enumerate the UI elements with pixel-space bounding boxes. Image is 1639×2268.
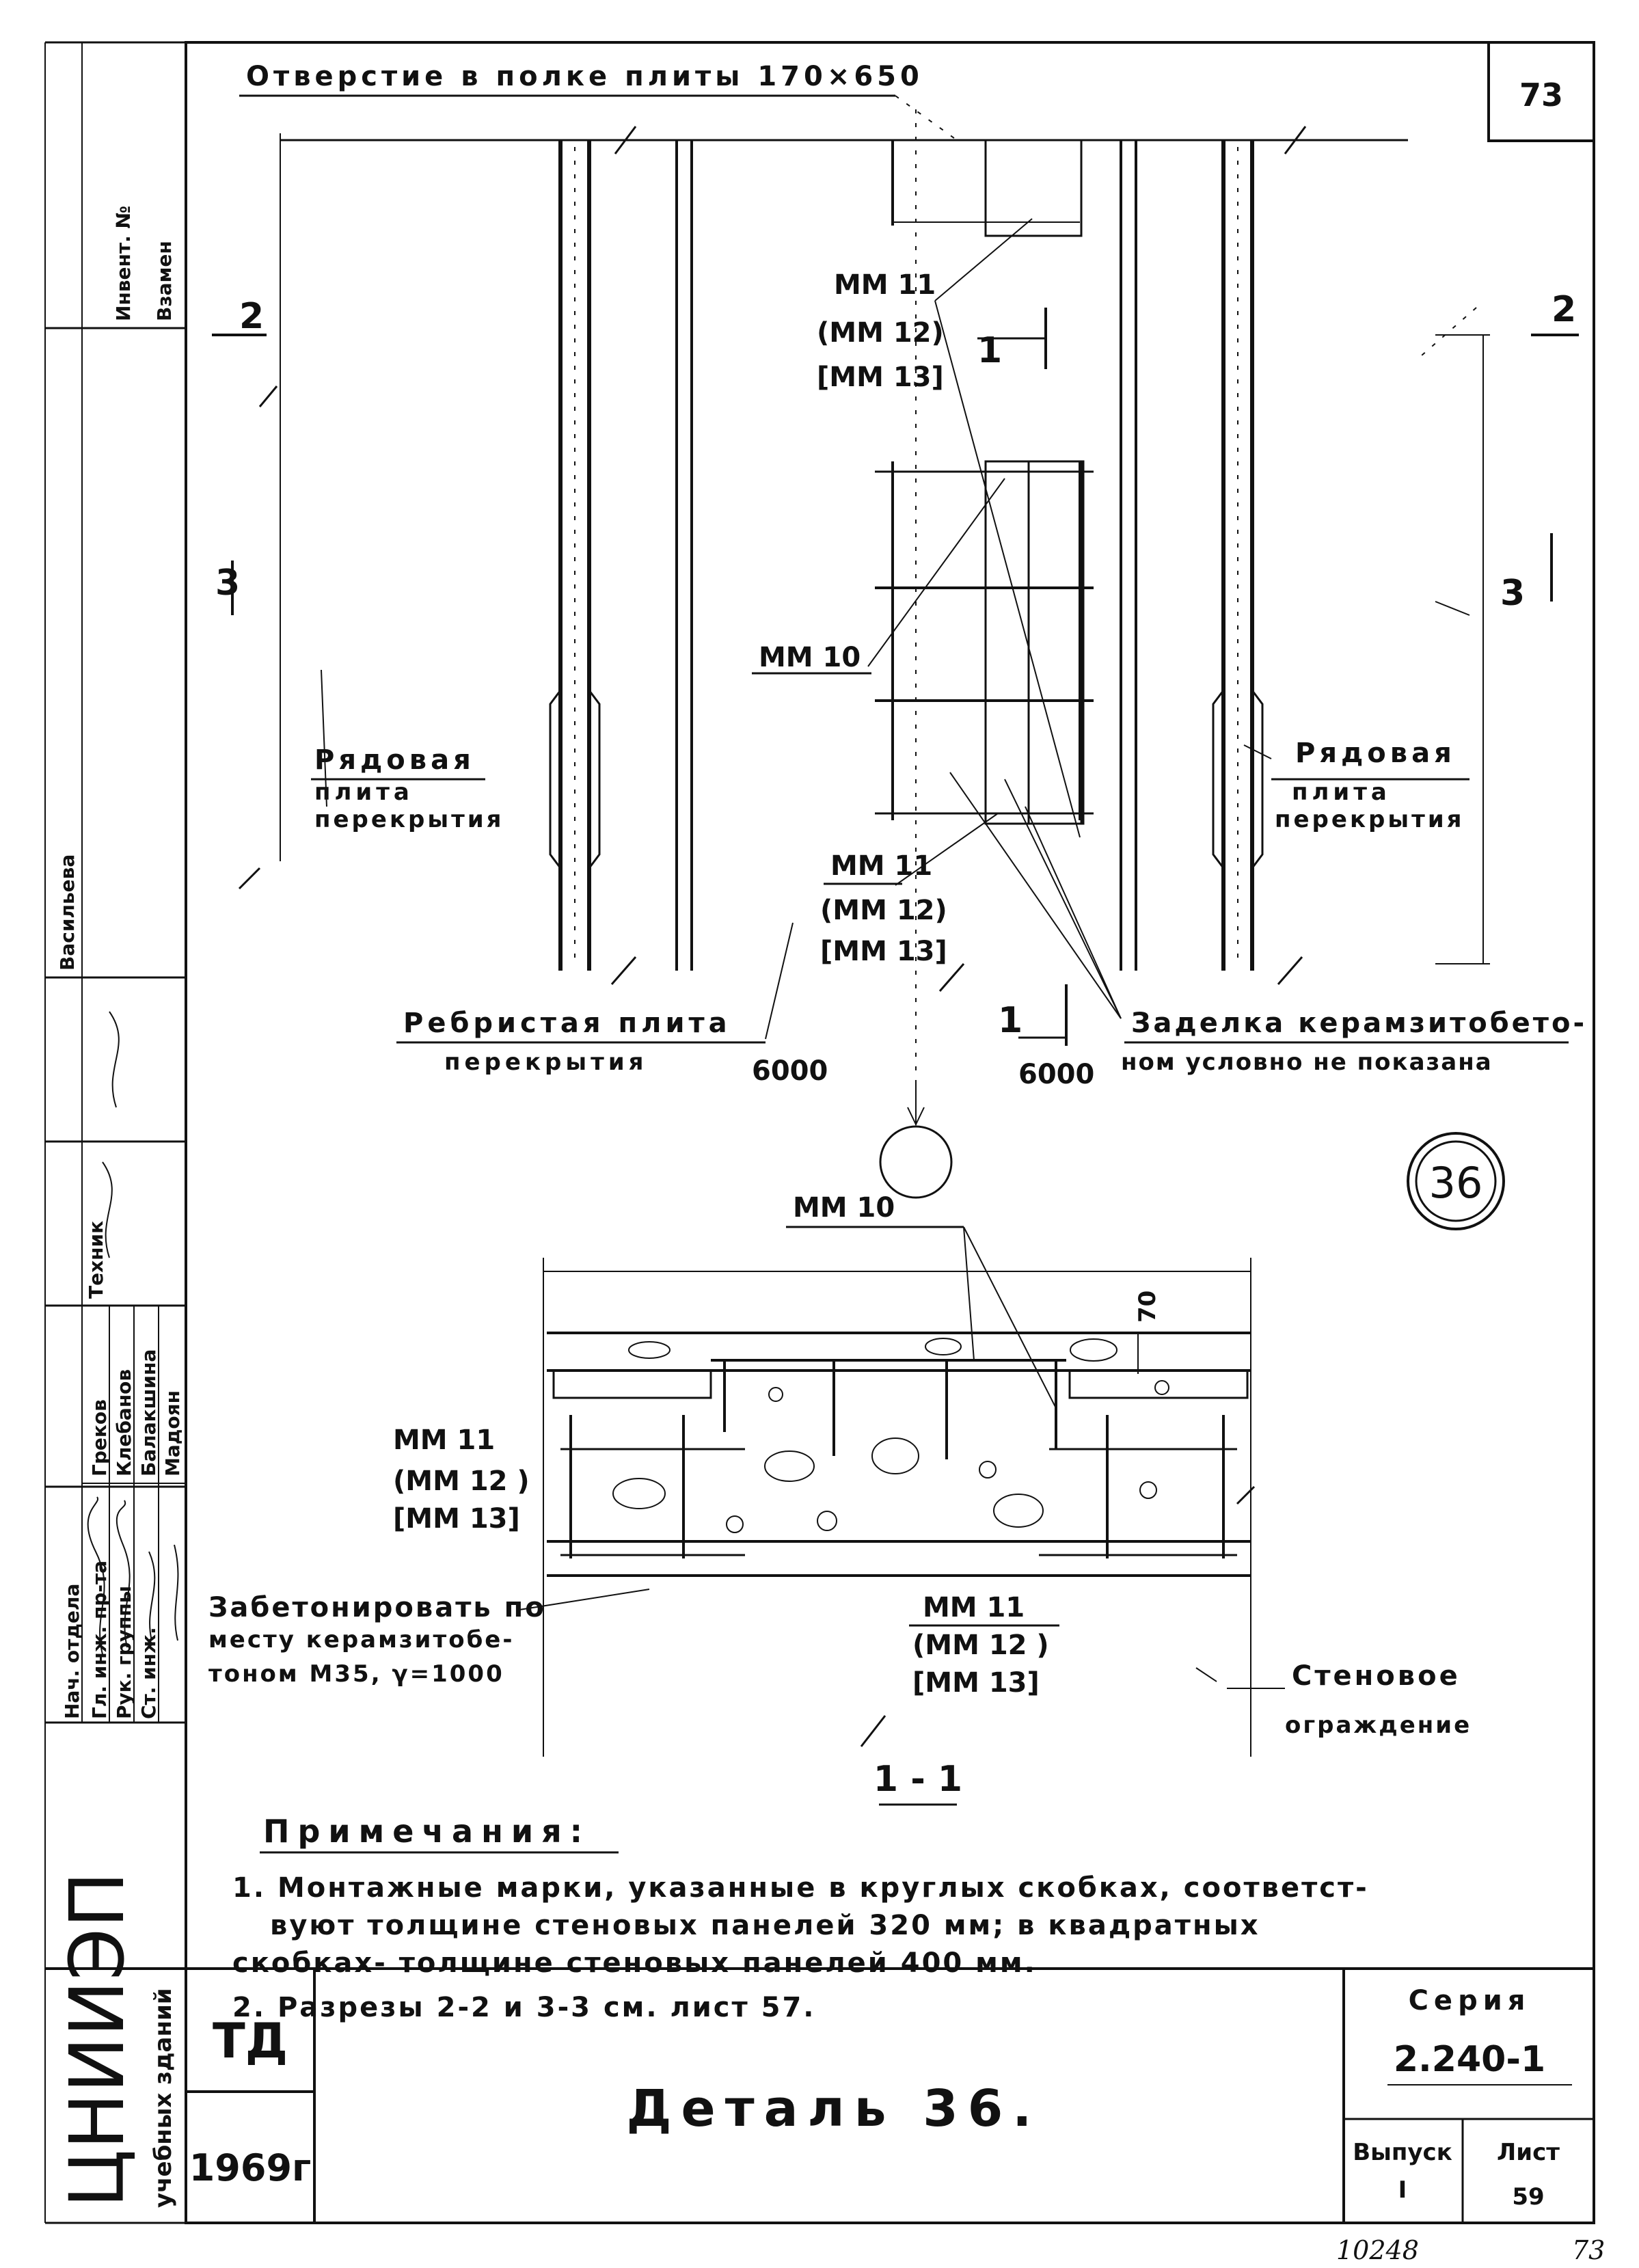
- section-view: [519, 1226, 1285, 1806]
- stamp-role-4: Ст. инж.: [137, 1627, 160, 1719]
- stamp-checker-name: Васильева: [56, 854, 79, 971]
- plan-mm10: ММ 10: [759, 642, 861, 673]
- section-1-bottom-mark: 1: [998, 1000, 1022, 1041]
- sheet-value: 59: [1512, 2183, 1544, 2211]
- org-name: ЦНИИЭП: [53, 1872, 141, 2208]
- row-slab-left-3: перекрытия: [314, 806, 504, 833]
- note-1-line-1: 1. Монтажные марки, указанные в круглых …: [232, 1872, 1369, 1904]
- ribbed-slab-1: Ребристая плита: [403, 1008, 731, 1039]
- org-code: ТД: [213, 2013, 288, 2069]
- stamp-technician-label: Техник: [85, 1221, 107, 1299]
- issue-value: I: [1398, 2176, 1407, 2204]
- concrete-note-3: тоном М35, γ=1000: [208, 1660, 504, 1688]
- org-subtitle: учебных зданий: [150, 1988, 177, 2208]
- row-slab-right-1: Рядовая: [1295, 738, 1456, 769]
- plan-dim-right: 6000: [1018, 1059, 1094, 1090]
- corner-sheet-number: 73: [1519, 77, 1563, 113]
- wall-note-1: Стеновое: [1292, 1660, 1461, 1692]
- issue-label: Выпуск: [1353, 2139, 1452, 2166]
- section-dim-70: 70: [1134, 1291, 1161, 1323]
- plan-mm12-top: (ММ 12): [817, 317, 944, 349]
- series-label: Серия: [1409, 1985, 1531, 2016]
- section-1-top-mark: 1: [977, 330, 1002, 371]
- sheet-frame: [44, 41, 1595, 2224]
- series-value: 2.240-1: [1394, 2039, 1545, 2080]
- infill-note-2: ном условно не показана: [1121, 1049, 1493, 1076]
- section-mm13-bottom: [ММ 13]: [912, 1667, 1040, 1699]
- section-title: 1 - 1: [873, 1759, 962, 1800]
- section-markers: [212, 308, 1579, 1046]
- plan-mm11-mid: ММ 11: [830, 850, 932, 882]
- notes-heading: Примечания:: [263, 1813, 591, 1850]
- stamp-replaces-label: Взамен: [153, 241, 176, 321]
- note-2: 2. Разрезы 2-2 и 3-3 см. лист 57.: [232, 1992, 815, 2023]
- concrete-note-2: месту керамзитобе-: [208, 1626, 514, 1653]
- side-stamp: [45, 42, 186, 1724]
- sheet-year: 1969г: [189, 2146, 312, 2189]
- plan-mm12-mid: (ММ 12): [820, 895, 947, 926]
- section-mm10: ММ 10: [793, 1192, 895, 1224]
- signatures: [87, 1011, 179, 1655]
- section-2-right-mark: 2: [1552, 289, 1576, 330]
- section-mm12-bottom: (ММ 12 ): [912, 1630, 1049, 1661]
- hole-caption: Отверстие в полке плиты 170×650: [246, 61, 923, 92]
- section-3-left-mark: 3: [215, 563, 240, 604]
- stamp-inventory-label: Инвент. №: [112, 206, 135, 321]
- row-slab-left-2: плита: [314, 779, 414, 806]
- stamp-role-1: Нач. отдела: [61, 1584, 83, 1719]
- sheet-label: Лист: [1497, 2139, 1560, 2166]
- section-mm13-left: [ММ 13]: [393, 1503, 520, 1535]
- section-mm11-bottom: ММ 11: [923, 1592, 1025, 1623]
- archive-number: 10248: [1336, 2235, 1419, 2265]
- stamp-role-2: Гл. инж. пр-та: [88, 1561, 111, 1719]
- stamp-role-3: Рук. группы: [113, 1586, 135, 1719]
- section-mm11-left: ММ 11: [393, 1425, 495, 1456]
- plan-mm13-top: [ММ 13]: [817, 362, 944, 393]
- plan-view: [238, 109, 1505, 1230]
- section-2-left-mark: 2: [239, 296, 264, 337]
- infill-note-1: Заделка керамзитобето-: [1131, 1008, 1587, 1039]
- stamp-name-4: Мадоян: [161, 1390, 184, 1476]
- section-mm12-left: (ММ 12 ): [393, 1466, 530, 1497]
- wall-note-2: ограждение: [1285, 1712, 1472, 1739]
- drawing-title: Деталь 36.: [627, 2079, 1042, 2138]
- title-block: [45, 1967, 1594, 2223]
- concrete-note-1: Забетонировать по: [208, 1592, 546, 1623]
- stamp-name-2: Клебанов: [113, 1369, 135, 1476]
- stamp-name-1: Греков: [88, 1399, 111, 1476]
- ribbed-slab-2: перекрытия: [444, 1049, 647, 1076]
- plan-mm11-top: ММ 11: [834, 269, 936, 301]
- stamp-name-3: Балакшина: [137, 1349, 160, 1476]
- row-slab-left-1: Рядовая: [314, 744, 475, 776]
- section-3-right-mark: 3: [1500, 573, 1525, 614]
- row-slab-right-3: перекрытия: [1275, 806, 1464, 833]
- note-1-line-2: вуют толщине стеновых панелей 320 мм; в …: [270, 1910, 1260, 1941]
- detail-mark: 36: [1429, 1158, 1483, 1208]
- note-1-line-3: скобках- толщине стеновых панелей 400 мм…: [232, 1947, 1037, 1979]
- plan-mm13-mid: [ММ 13]: [820, 936, 947, 967]
- row-slab-right-2: плита: [1292, 779, 1391, 806]
- page-number: 73: [1572, 2235, 1605, 2265]
- plan-dim-left: 6000: [752, 1055, 828, 1087]
